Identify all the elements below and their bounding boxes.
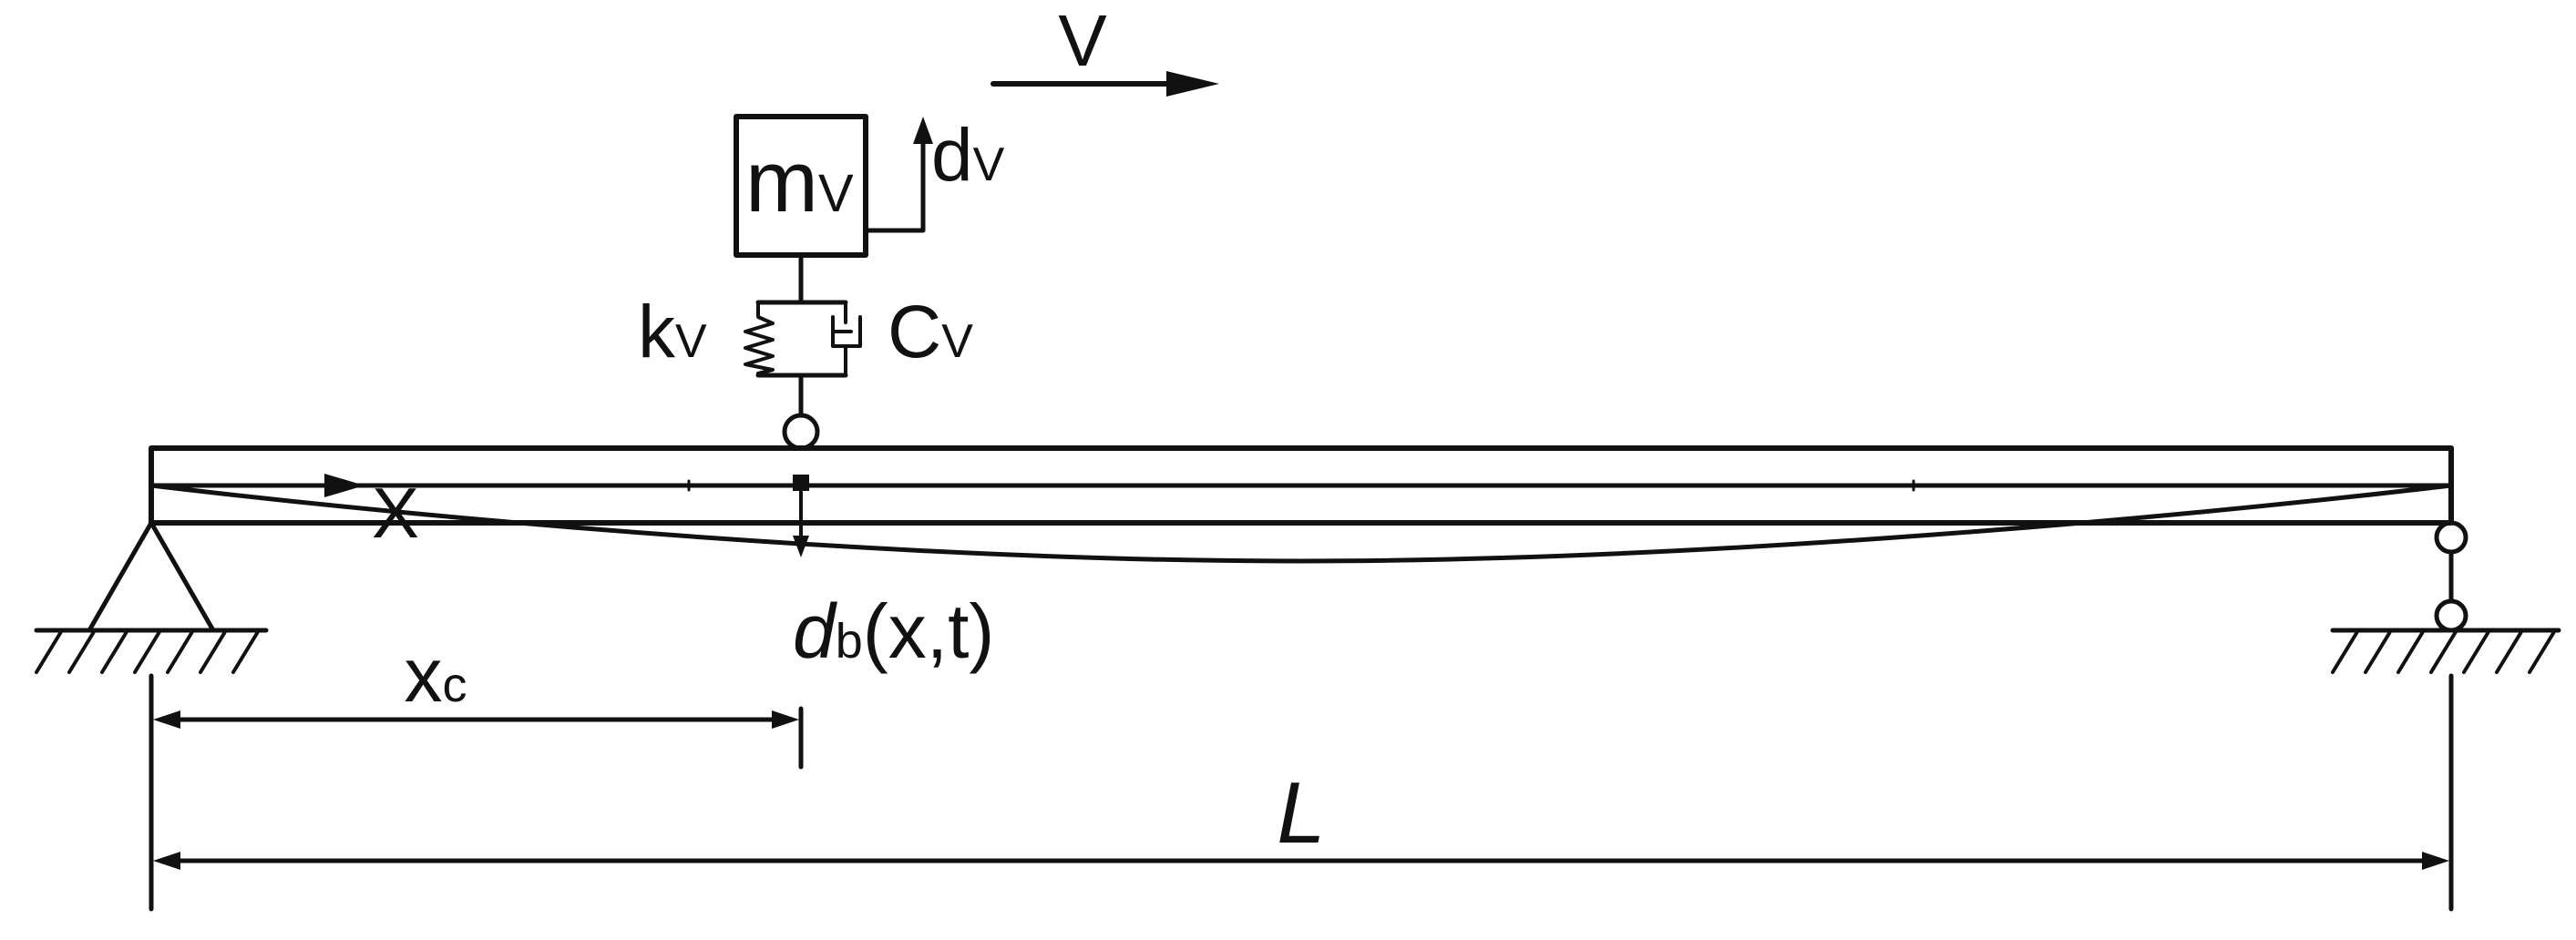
mass-label: mV bbox=[745, 133, 854, 230]
vehicle-displacement-main: d bbox=[931, 114, 973, 197]
mass-label-sub: V bbox=[818, 164, 854, 223]
x-axis-arrow bbox=[324, 474, 364, 497]
mass-label-main: m bbox=[745, 133, 818, 230]
vehicle-mass-block: mV bbox=[734, 114, 868, 258]
span-length-label: L bbox=[1277, 764, 1325, 862]
deflected-shape bbox=[149, 483, 2454, 564]
contact-position-label: xc bbox=[405, 632, 467, 718]
contact-position-dimension: xc bbox=[153, 632, 799, 729]
roller-top-icon bbox=[2434, 520, 2468, 555]
beam-displacement-sub: b bbox=[836, 614, 863, 669]
spring-icon bbox=[744, 301, 775, 377]
left-pinned-support bbox=[34, 520, 269, 674]
right-roller-support bbox=[2330, 520, 2561, 674]
beam-displacement-label: db(x,t) bbox=[793, 588, 994, 674]
damping-label: CV bbox=[888, 291, 973, 373]
right-ground-hatch-icon bbox=[2331, 628, 2557, 674]
beam: X db(x,t) bbox=[149, 445, 2454, 674]
damper-icon bbox=[831, 301, 862, 377]
suspension: kV CV bbox=[638, 252, 973, 451]
dimension-lines: xc L bbox=[149, 632, 2454, 912]
beam-displacement-args: (x,t) bbox=[863, 588, 995, 674]
velocity-arrow-head bbox=[1166, 71, 1219, 97]
vehicle-displacement-label: dV bbox=[931, 114, 1005, 197]
damping-sub: V bbox=[941, 315, 973, 368]
span-length-dimension: L bbox=[153, 764, 2449, 870]
beam-displacement-main: d bbox=[793, 588, 837, 674]
vehicle-displacement-arrow-head bbox=[913, 117, 933, 144]
vehicle-displacement-leader bbox=[863, 123, 926, 233]
velocity-indicator: V bbox=[990, 0, 1219, 97]
stiffness-main: k bbox=[638, 291, 676, 373]
beam-displacement-arrow-head bbox=[793, 536, 809, 557]
stiffness-label: kV bbox=[638, 291, 707, 373]
stiffness-sub: V bbox=[675, 315, 707, 368]
contact-position-sub: c bbox=[443, 658, 467, 712]
vehicle-displacement-indicator: dV bbox=[863, 114, 1005, 233]
left-ground-hatch-icon bbox=[35, 628, 261, 674]
damping-main: C bbox=[888, 291, 941, 373]
contact-position-main: x bbox=[405, 632, 443, 718]
pin-triangle-icon bbox=[87, 520, 216, 633]
contact-wheel-icon bbox=[782, 413, 820, 451]
contact-point-marker bbox=[793, 475, 809, 491]
velocity-label: V bbox=[1058, 0, 1107, 81]
roller-bottom-icon bbox=[2434, 598, 2468, 633]
vehicle-displacement-sub: V bbox=[973, 138, 1005, 191]
x-axis-label: X bbox=[372, 473, 419, 553]
